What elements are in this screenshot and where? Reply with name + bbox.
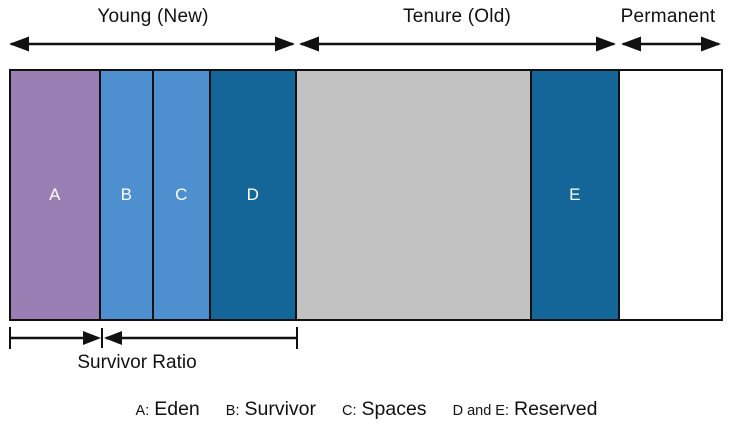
arrowhead-left-icon <box>299 36 319 52</box>
region-letter: A <box>49 185 61 204</box>
region-letter: B <box>120 185 133 204</box>
region-e-reserved: E <box>532 71 620 319</box>
legend-term: Survivor <box>244 398 317 420</box>
region-letter: E <box>569 185 581 204</box>
tenure-generation-label: Tenure (Old) <box>403 6 511 27</box>
heap-bar: A B C D E <box>9 69 723 321</box>
region-letter: C <box>175 185 188 204</box>
legend-prefix: A: <box>135 403 150 419</box>
arrowhead-right-icon <box>596 36 616 52</box>
permanent-generation-label: Permanent <box>620 6 716 27</box>
legend: A: Eden B: Survivor C: Spaces D and E: R… <box>0 398 733 421</box>
legend-term: Reserved <box>513 398 598 420</box>
permanent-span-arrow <box>621 36 721 52</box>
young-generation-label: Young (New) <box>97 6 209 27</box>
legend-item-survivor: B: Survivor <box>226 398 316 421</box>
legend-item-spaces: C: Spaces <box>342 398 427 421</box>
legend-term: Spaces <box>361 398 427 420</box>
survivor-ratio-dimension <box>9 327 298 349</box>
young-span-arrow <box>9 36 295 52</box>
arrowhead-left-icon <box>9 36 29 52</box>
legend-item-reserved: D and E: Reserved <box>453 398 598 421</box>
arrowhead-right-icon <box>275 36 295 52</box>
survivor-ratio-label: Survivor Ratio <box>77 352 197 373</box>
legend-prefix: C: <box>342 403 357 419</box>
arrowhead-left-icon <box>104 331 122 345</box>
region-b-survivor: B <box>101 71 154 319</box>
region-letter: D <box>246 185 260 204</box>
legend-prefix: B: <box>225 403 240 419</box>
arrowhead-left-icon <box>621 36 641 52</box>
legend-prefix: D and E: <box>452 403 509 419</box>
region-c-spaces: C <box>154 71 211 319</box>
region-permanent-space <box>620 71 721 319</box>
legend-item-eden: A: Eden <box>136 398 200 421</box>
legend-term: Eden <box>154 398 200 420</box>
region-a-eden: A <box>11 71 101 319</box>
tenure-span-arrow <box>299 36 616 52</box>
region-tenured-space <box>297 71 532 319</box>
arrowhead-right-icon <box>701 36 721 52</box>
region-d-reserved: D <box>211 71 297 319</box>
arrowhead-right-icon <box>83 331 101 345</box>
